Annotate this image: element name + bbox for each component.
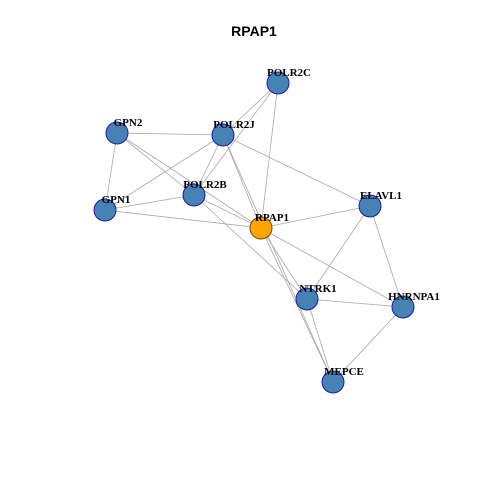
edge-rpap1-mepce [260, 227, 334, 383]
node-circle[interactable] [321, 370, 345, 394]
edge-ntrk1-hnrnpa1 [306, 298, 404, 308]
node-circle[interactable] [93, 198, 117, 222]
node-label: MEPCE [324, 366, 364, 378]
node-label: POLR2C [267, 67, 311, 79]
node-polr2j[interactable]: POLR2J [211, 119, 255, 147]
node-label: RPAP1 [255, 212, 289, 224]
node-circle[interactable] [105, 121, 129, 145]
nodes-layer: POLR2C GPN2 POLR2J POLR2B ELAVL1 GPN1RPAP1NTR… [93, 67, 440, 394]
edge-polr2b-gpn1 [104, 194, 195, 211]
node-label: POLR2J [213, 119, 255, 131]
edge-polr2b-rpap1 [193, 194, 262, 229]
node-circle[interactable] [358, 194, 382, 218]
edge-ntrk1-mepce [306, 298, 334, 383]
node-circle[interactable] [391, 295, 415, 319]
node-circle[interactable] [295, 287, 319, 311]
edge-polr2c-rpap1 [260, 82, 279, 229]
edge-polr2c-polr2j [222, 82, 279, 136]
edge-gpn2-polr2b [116, 132, 195, 196]
edge-polr2j-mepce [222, 134, 334, 383]
edge-polr2c-polr2b [193, 82, 279, 196]
node-elavl1[interactable]: ELAVL1 [358, 190, 402, 218]
node-label: NTRK1 [299, 283, 336, 295]
center-node-circle[interactable] [249, 216, 273, 240]
node-label: GPN2 [114, 117, 143, 129]
node-hnrnpa1[interactable]: HNRNPA1 [388, 291, 440, 319]
edge-elavl1-hnrnpa1 [369, 205, 404, 308]
node-polr2c[interactable]: POLR2C [266, 67, 311, 95]
edge-polr2j-elavl1 [222, 134, 371, 207]
node-ntrk1[interactable]: NTRK1 [295, 283, 337, 311]
edge-gpn2-rpap1 [116, 132, 262, 229]
edge-gpn2-gpn1 [104, 132, 118, 211]
edge-gpn2-polr2j [116, 132, 224, 136]
edge-polr2j-rpap1 [222, 134, 262, 229]
node-rpap1[interactable]: RPAP1 [249, 212, 289, 240]
edge-polr2j-gpn1 [104, 134, 224, 211]
edge-hnrnpa1-mepce [332, 306, 404, 383]
node-label: POLR2B [183, 179, 227, 191]
edge-gpn1-rpap1 [104, 209, 262, 229]
node-label: GPN1 [102, 194, 131, 206]
node-label: HNRNPA1 [388, 291, 440, 303]
node-mepce[interactable]: MEPCE [321, 366, 364, 394]
node-label: ELAVL1 [360, 190, 402, 202]
node-circle[interactable] [211, 123, 235, 147]
edge-rpap1-elavl1 [260, 205, 371, 229]
edge-elavl1-ntrk1 [306, 205, 371, 300]
node-gpn2[interactable]: GPN2 [105, 117, 143, 145]
edge-polr2b-ntrk1 [193, 194, 308, 300]
node-gpn1[interactable]: GPN1 [93, 194, 131, 222]
edge-rpap1-hnrnpa1 [260, 227, 404, 308]
diagram-title: RPAP1 [231, 23, 277, 39]
edge-rpap1-ntrk1 [260, 227, 308, 300]
node-circle[interactable] [182, 183, 206, 207]
node-polr2b[interactable]: POLR2B [182, 179, 227, 207]
node-circle[interactable] [266, 71, 290, 95]
edges-layer [104, 82, 404, 383]
